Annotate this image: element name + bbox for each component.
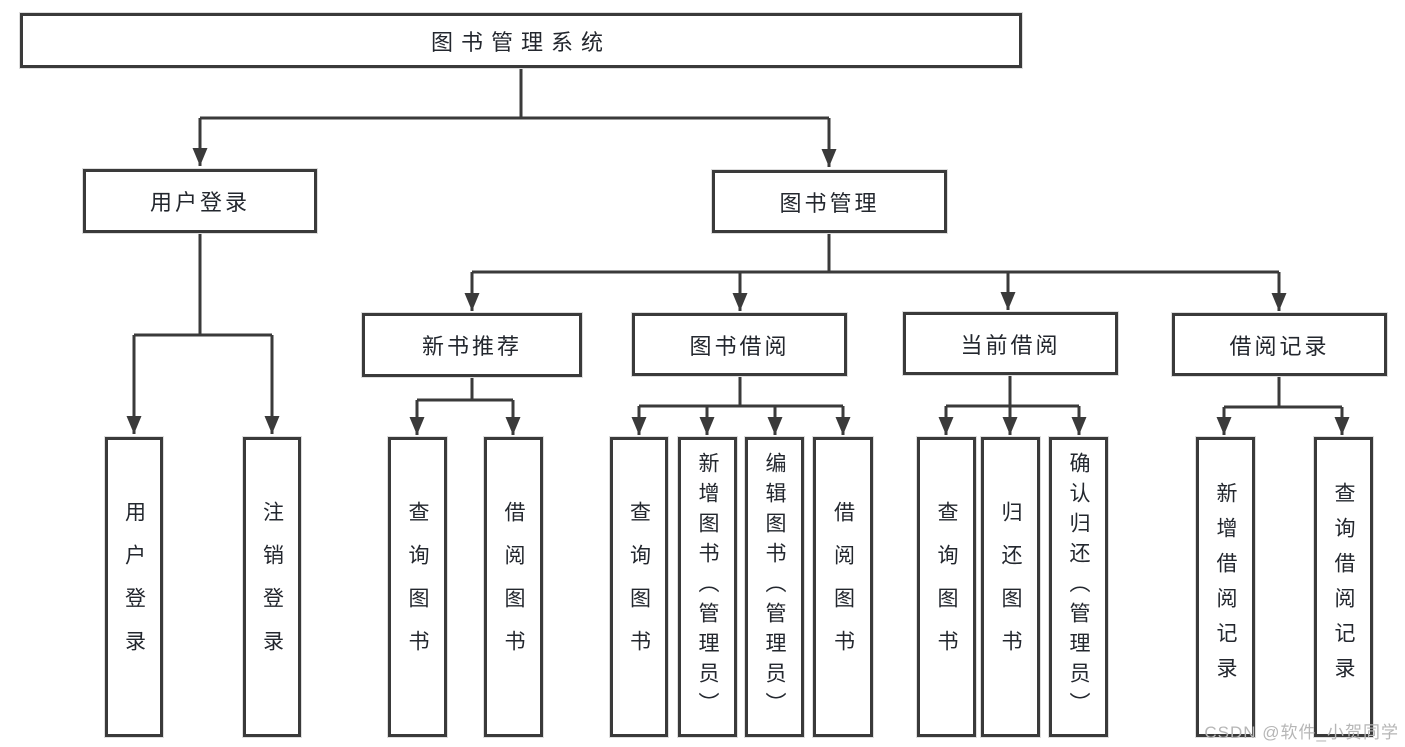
node-label: 查询图书 [627,501,651,673]
node-label: 编辑图书（管理员） [763,452,786,722]
leaf-cb-return-book: 归还图书 [981,437,1040,737]
node-label: 归还图书 [999,501,1022,673]
csdn-watermark: CSDN @软件_小贺同学 [1204,723,1399,742]
node-label: 查询图书 [935,501,958,673]
node-label: 注销登录 [260,501,284,673]
leaf-br-query-record: 查询借阅记录 [1314,437,1373,737]
leaf-bb-add-book-admin: 新增图书（管理员） [678,437,737,737]
leaf-bb-borrow-book: 借阅图书 [813,437,873,737]
node-label: 图书管理系统 [430,29,611,55]
leaf-cb-query-book: 查询图书 [917,437,976,737]
node-current-borrow: 当前借阅 [903,312,1118,375]
node-label: 查询图书 [406,501,429,673]
node-label: 图书借阅 [689,333,790,359]
node-label: 确认归还（管理员） [1067,452,1090,722]
node-new-book-recommend: 新书推荐 [362,313,582,377]
node-label: 借阅图书 [502,501,525,673]
leaf-nb-query-book: 查询图书 [388,437,447,737]
leaf-bb-query-book: 查询图书 [610,437,668,737]
node-user-login: 用户登录 [83,169,317,233]
leaf-br-add-record: 新增借阅记录 [1196,437,1255,737]
leaf-logout: 注销登录 [243,437,301,737]
node-book-borrow: 图书借阅 [632,313,847,376]
node-book-management: 图书管理 [712,170,947,233]
node-label: 新增图书（管理员） [696,452,719,722]
node-label: 查询借阅记录 [1332,482,1355,692]
leaf-bb-edit-book-admin: 编辑图书（管理员） [745,437,804,737]
leaf-nb-borrow-book: 借阅图书 [484,437,543,737]
node-label: 当前借阅 [960,332,1061,358]
leaf-cb-confirm-return-admin: 确认归还（管理员） [1049,437,1108,737]
node-system-root: 图书管理系统 [20,13,1022,68]
node-label: 新书推荐 [421,334,522,359]
node-label: 用户登录 [149,190,250,215]
node-label: 借阅图书 [831,501,855,673]
node-label: 借阅记录 [1229,333,1330,359]
node-label: 图书管理 [779,190,880,216]
leaf-user-login: 用户登录 [105,437,163,737]
node-label: 新增借阅记录 [1214,482,1237,692]
node-borrow-records: 借阅记录 [1172,313,1387,376]
node-label: 用户登录 [122,501,146,673]
